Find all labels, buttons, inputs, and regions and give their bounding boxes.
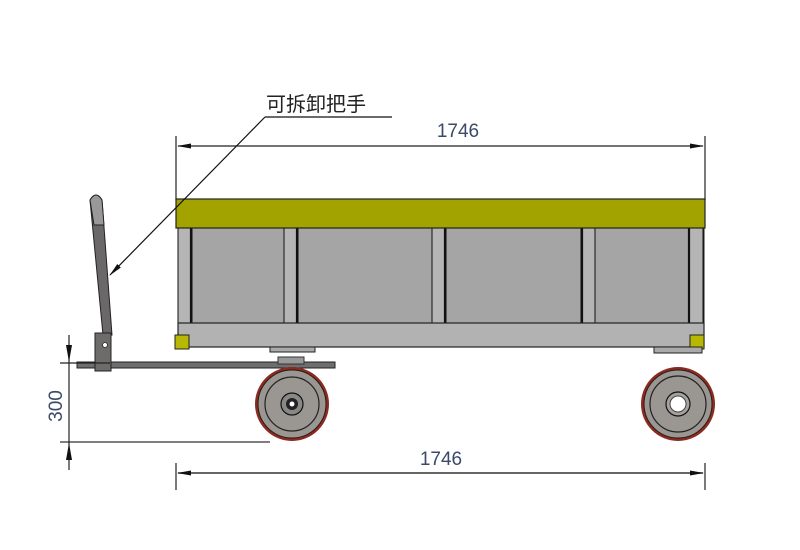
bottom-dimension: 1746 [175, 449, 706, 490]
handle-label: 可拆卸把手 [266, 92, 366, 116]
bottom-dimension-value: 1746 [420, 449, 462, 470]
deck-top [175, 198, 706, 229]
tow-bar [76, 356, 336, 369]
removable-handle [89, 194, 113, 372]
bottom-frame [177, 322, 705, 348]
height-dimension: 300 [46, 335, 270, 470]
handle-bracket [94, 332, 112, 372]
handle-callout: 可拆卸把手 [109, 92, 392, 276]
corner-block-left [174, 334, 190, 350]
rear-wheel [641, 367, 715, 441]
top-dimension: 1746 [175, 121, 706, 200]
trolley-body [174, 198, 706, 354]
front-wheel [255, 367, 329, 441]
top-dimension-value: 1746 [437, 121, 479, 142]
height-dimension-value: 300 [46, 390, 67, 422]
